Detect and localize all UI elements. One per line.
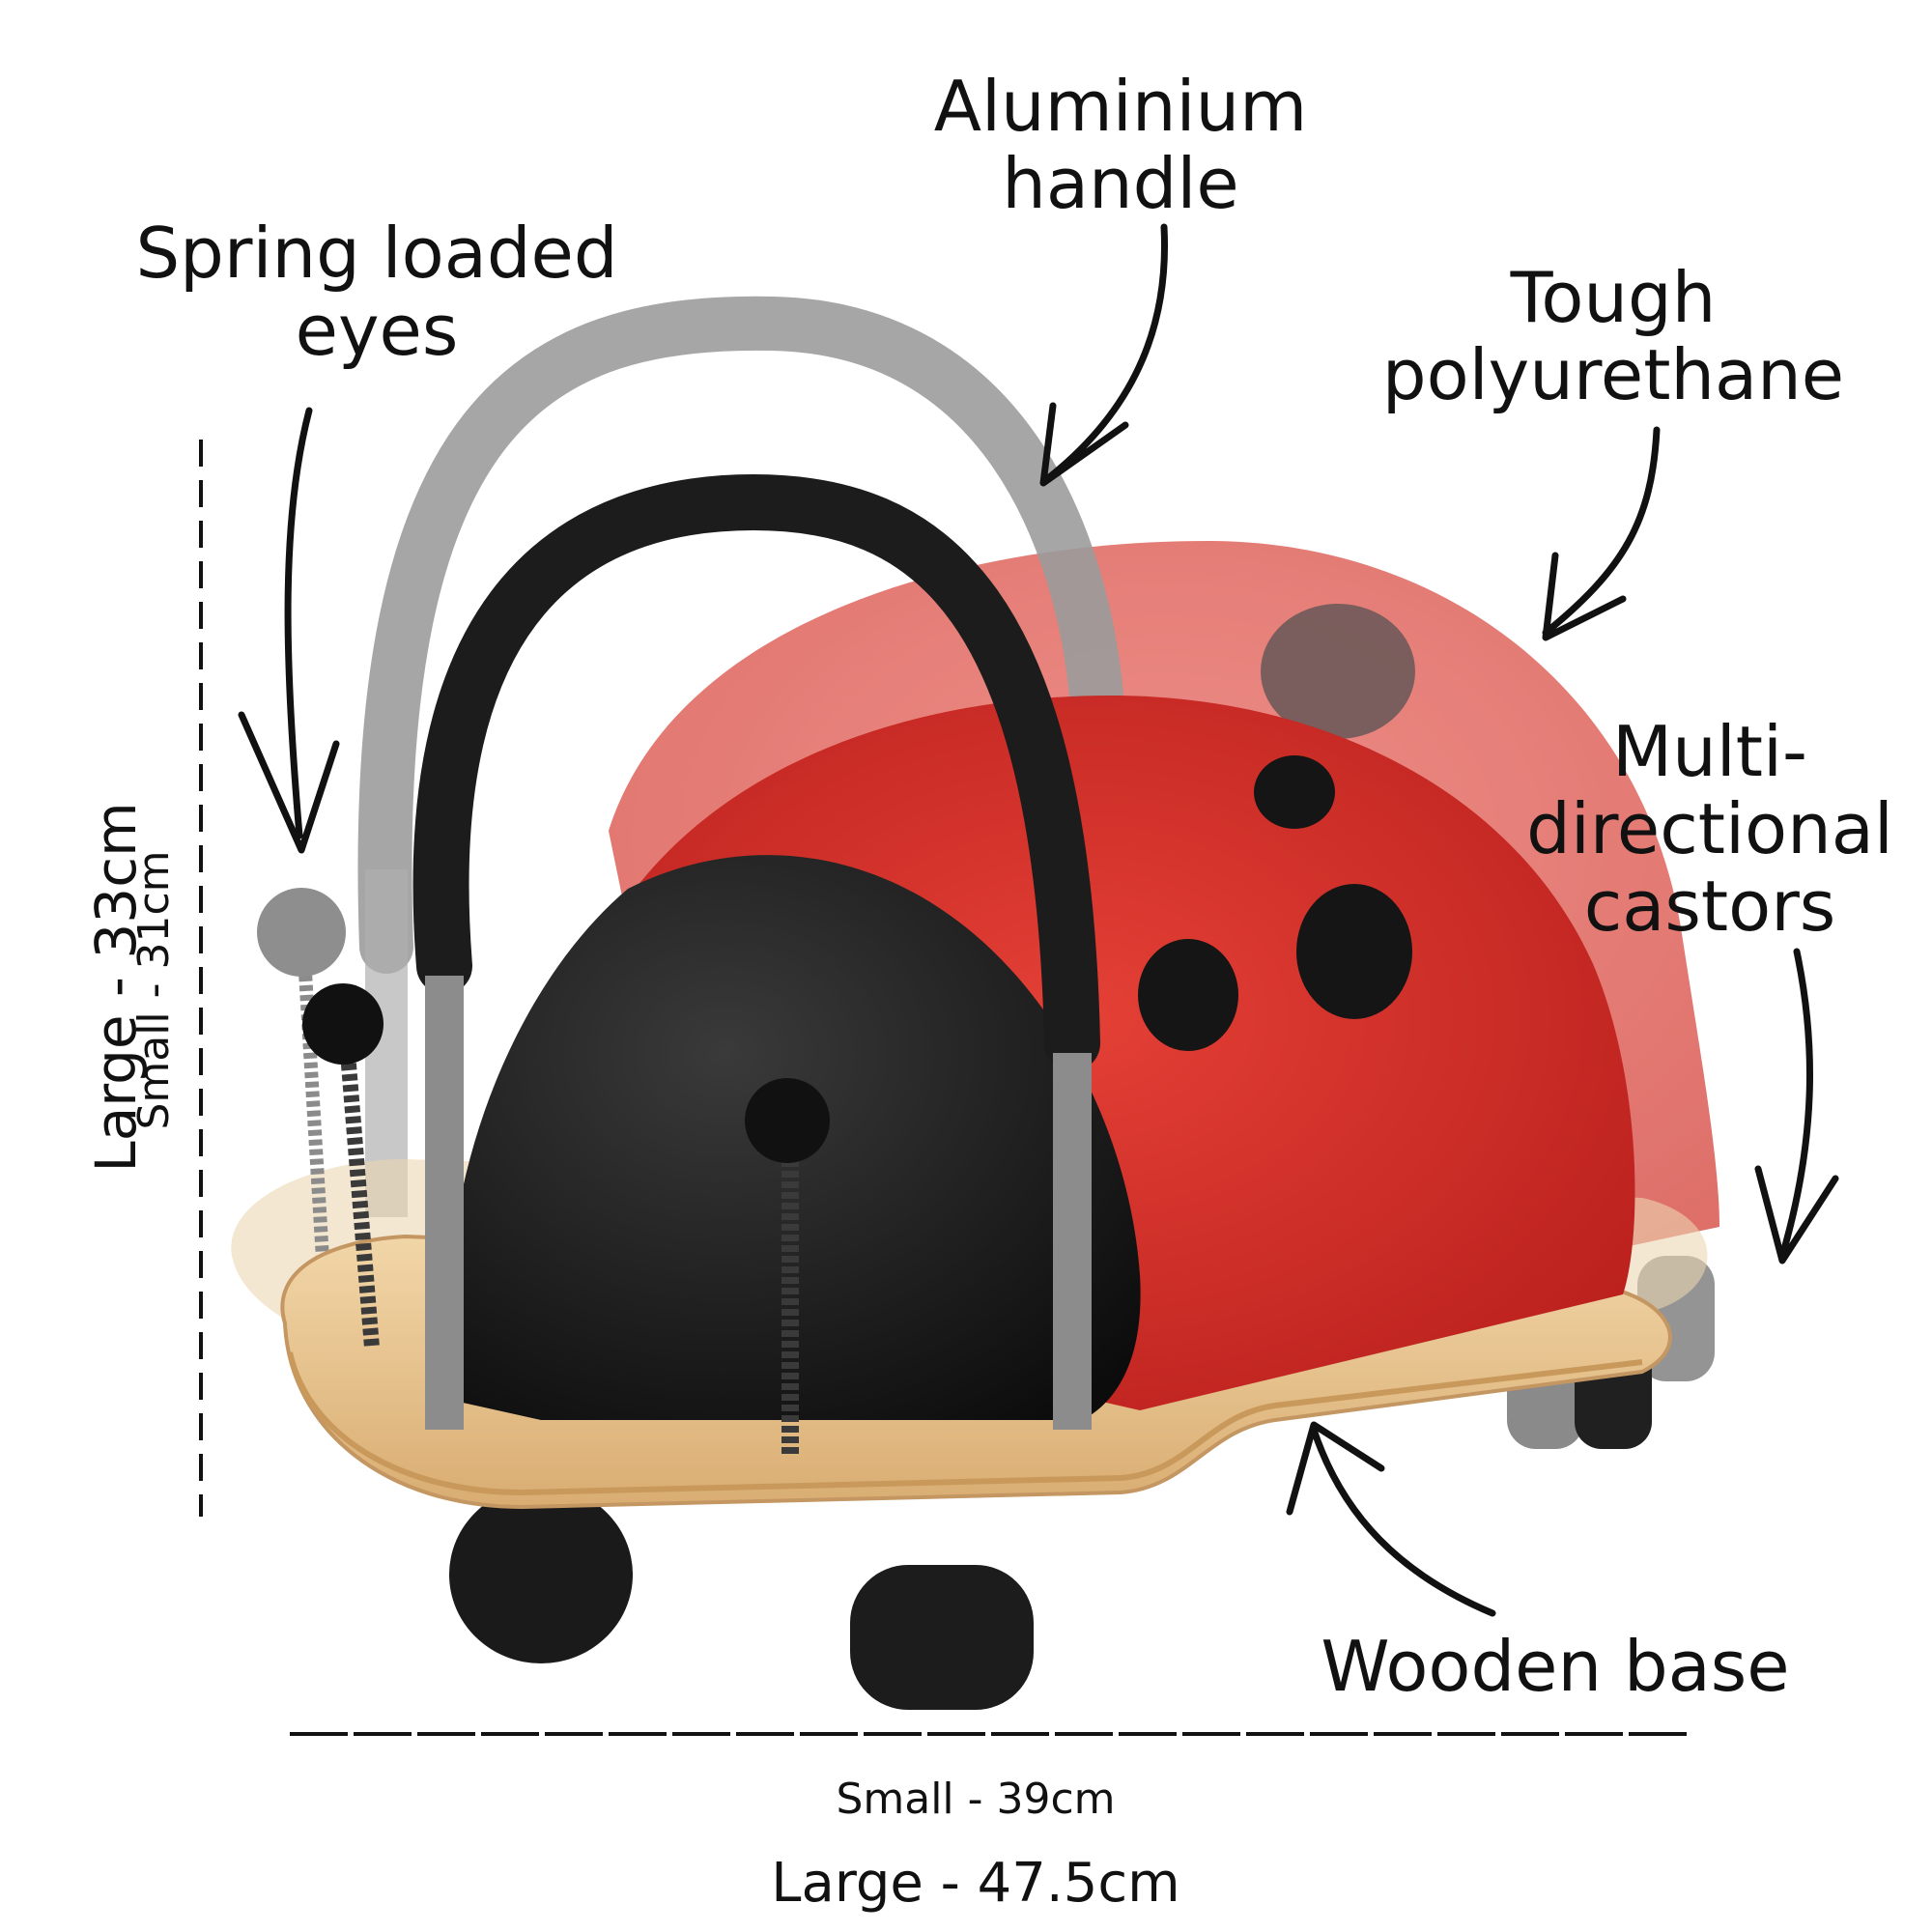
eye-ball [302, 983, 384, 1065]
width-small-label: Small - 39cm [836, 1775, 1116, 1824]
handle-post-left [425, 976, 464, 1430]
callout-handle-line1: Aluminium [933, 66, 1308, 147]
callout-aluminium-handle: Aluminium handle [850, 68, 1391, 222]
front-handle [412, 473, 1100, 1071]
callout-wooden-base: Wooden base [1275, 1628, 1835, 1705]
width-large-label: Large - 47.5cm [771, 1852, 1180, 1915]
callout-shell-line2: polyurethane [1381, 334, 1845, 415]
arrow-eyes [238, 407, 340, 854]
callout-shell-line1: Tough [1510, 257, 1717, 338]
wooden-base-edge [287, 1351, 1643, 1496]
arrow-shell [1542, 426, 1661, 641]
shell-spot [1138, 939, 1238, 1051]
callout-multi-directional-castors: Multi- directional castors [1507, 713, 1913, 945]
callout-eyes-line2: eyes [295, 290, 459, 371]
eye-spring [340, 1052, 380, 1349]
front-castor-wheel [850, 1565, 1034, 1710]
callout-tough-polyurethane: Tough polyurethane [1352, 259, 1874, 413]
arrow-handle [1039, 223, 1169, 487]
handle-post-right [1053, 1053, 1092, 1430]
small-ladybug [280, 473, 1672, 1710]
callout-arrows [238, 223, 1839, 1617]
height-small-label: Small - 31cm [129, 850, 179, 1130]
callout-base-line1: Wooden base [1321, 1626, 1790, 1707]
back-handle [357, 296, 1123, 974]
callout-eyes-line1: Spring loaded [135, 213, 618, 294]
callout-spring-loaded-eyes: Spring loaded eyes [87, 214, 667, 369]
eye-ball [745, 1078, 830, 1163]
back-shell-spot [1261, 604, 1415, 739]
arrow-base [1286, 1421, 1496, 1617]
shell-spot [1296, 884, 1412, 1019]
arrow-castors [1754, 948, 1839, 1264]
back-eye-ball [257, 888, 346, 977]
front-castor-wheel [449, 1486, 633, 1663]
callout-castors-line1: Multi- [1612, 711, 1807, 792]
callout-castors-line2: directional [1526, 788, 1893, 869]
shell-spot [1254, 755, 1335, 829]
callout-castors-line3: castors [1583, 866, 1836, 947]
callout-handle-line2: handle [1002, 143, 1239, 224]
